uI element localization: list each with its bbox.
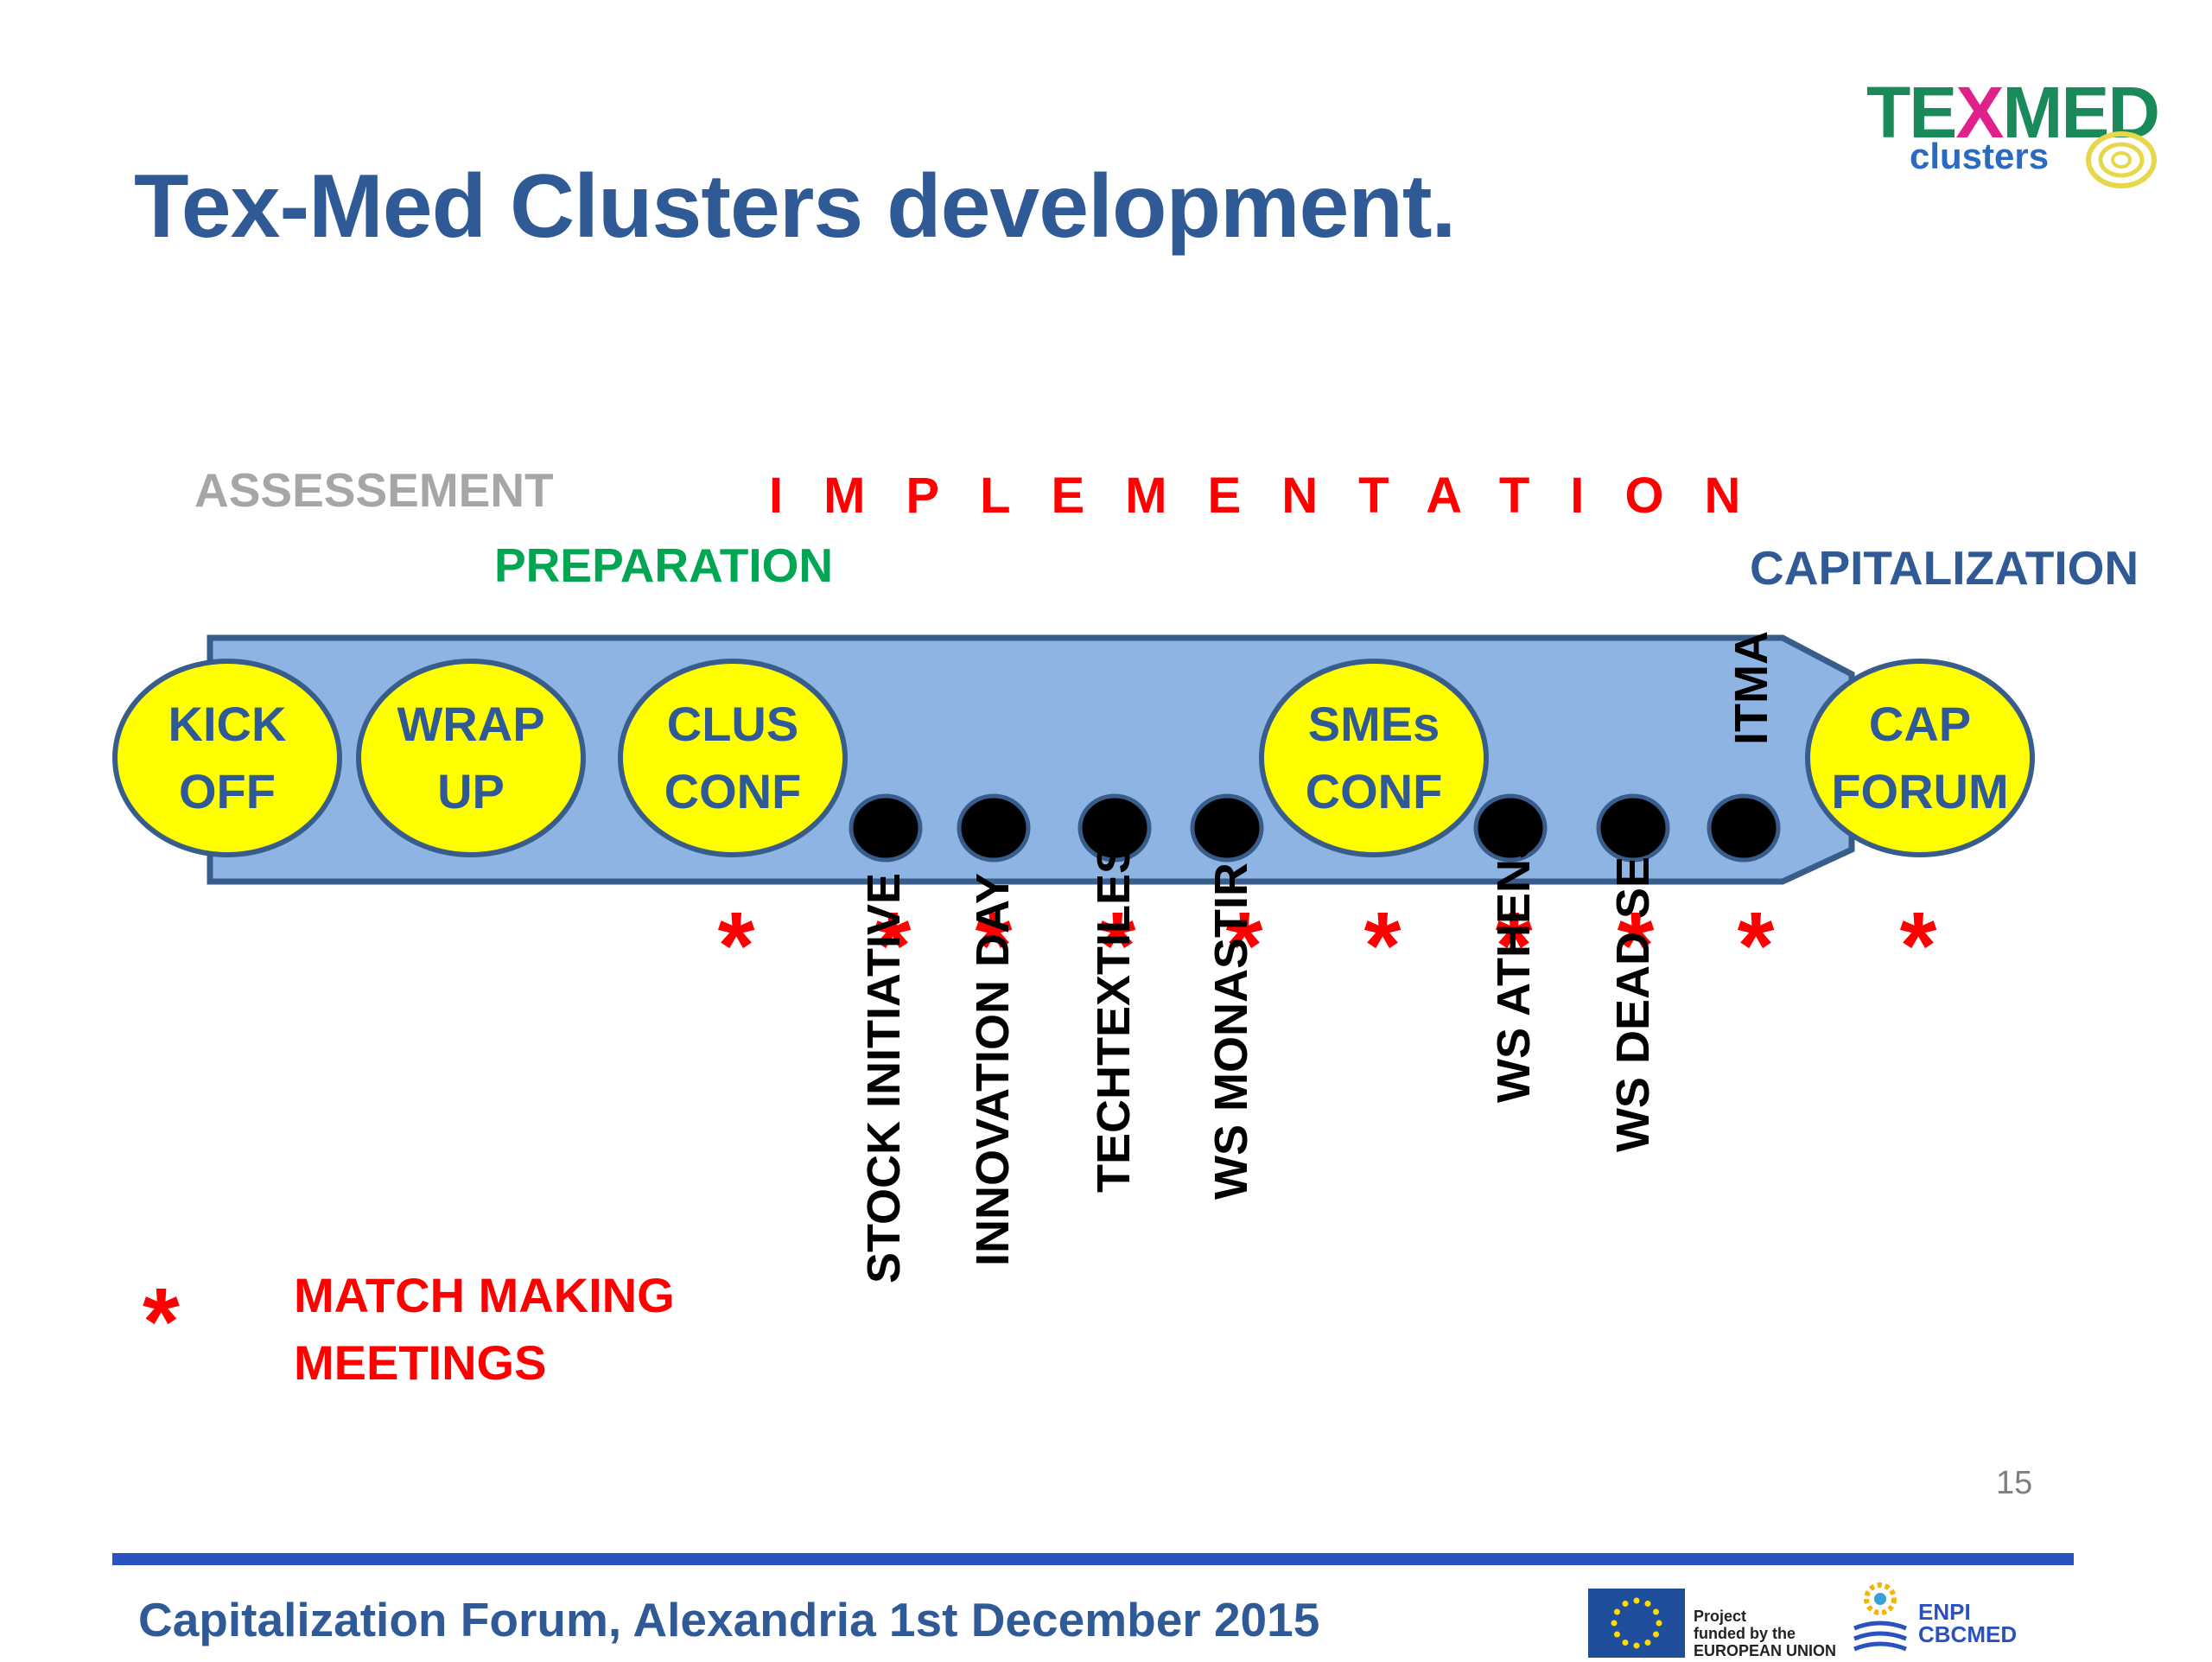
matchmaking-star: *: [1617, 893, 1655, 999]
event-dot: [1707, 793, 1781, 863]
footer-divider: [112, 1553, 2074, 1565]
event-ws-athens: WS ATHENS: [1488, 828, 1540, 1103]
matchmaking-star: *: [874, 893, 912, 999]
phase-preparation: PREPARATION: [494, 538, 834, 592]
matchmaking-star: *: [1495, 893, 1533, 999]
yarn-swirl-icon: [2086, 131, 2157, 188]
page-number: 15: [1996, 1465, 2033, 1501]
event-dot: [849, 793, 923, 863]
event-ws-monastir: WS MONASTIR: [1205, 863, 1257, 1200]
eu-flag-icon: [1588, 1589, 1685, 1658]
texmed-logo: TEXMED clusters: [1866, 73, 2160, 194]
eu-funding-label: Project funded by the EUROPEAN UNION: [1694, 1608, 1837, 1659]
milestone-ellipse: [1805, 659, 2035, 857]
event-dot: [1473, 793, 1548, 863]
enpi-cbcmed-label: ENPI CBCMED: [1918, 1599, 2018, 1647]
milestone-ellipse: [1259, 659, 1489, 857]
event-techtextiles: TECHTEXTILES: [1088, 843, 1140, 1194]
event-dot: [957, 793, 1031, 863]
phase-implementation: IMPLEMENTATION: [769, 468, 1782, 524]
event-stock-initiative: STOCK INITIATIVE: [858, 873, 910, 1284]
matchmaking-star: *: [1899, 893, 1937, 999]
phase-assessment: ASSESSEMENT: [194, 463, 554, 517]
matchmaking-star: *: [1363, 893, 1402, 999]
legend-star: *: [143, 1269, 180, 1375]
matchmaking-star: *: [1225, 893, 1263, 999]
event-ws-dead-sea: WS DEAD SEA: [1607, 823, 1659, 1153]
footer-text: Capitalization Forum, Alexandria 1st Dec…: [138, 1593, 1320, 1646]
matchmaking-star: *: [717, 893, 755, 999]
milestone-ellipse: [618, 659, 848, 857]
event-dot: [1596, 793, 1670, 863]
slide-title: Tex-Med Clusters development.: [134, 156, 1456, 257]
event-dot: [1077, 793, 1152, 863]
legend-label: MATCH MAKING MEETINGS: [294, 1268, 675, 1390]
milestone-ellipse: [356, 659, 586, 857]
matchmaking-star: *: [975, 893, 1013, 999]
event-dot: [1190, 793, 1264, 863]
phase-capitalization: CAPITALIZATION: [1750, 541, 2139, 595]
event-innovation-day: INNOVATION DAY: [967, 873, 1019, 1267]
milestone-ellipse: [112, 659, 342, 857]
logo-subtitle: clusters: [1910, 136, 2050, 176]
matchmaking-star: *: [1737, 893, 1775, 999]
event-itma: ITMA: [1726, 631, 1777, 745]
enpi-logo-icon: [1853, 1582, 1907, 1652]
matchmaking-star: *: [1098, 893, 1136, 999]
